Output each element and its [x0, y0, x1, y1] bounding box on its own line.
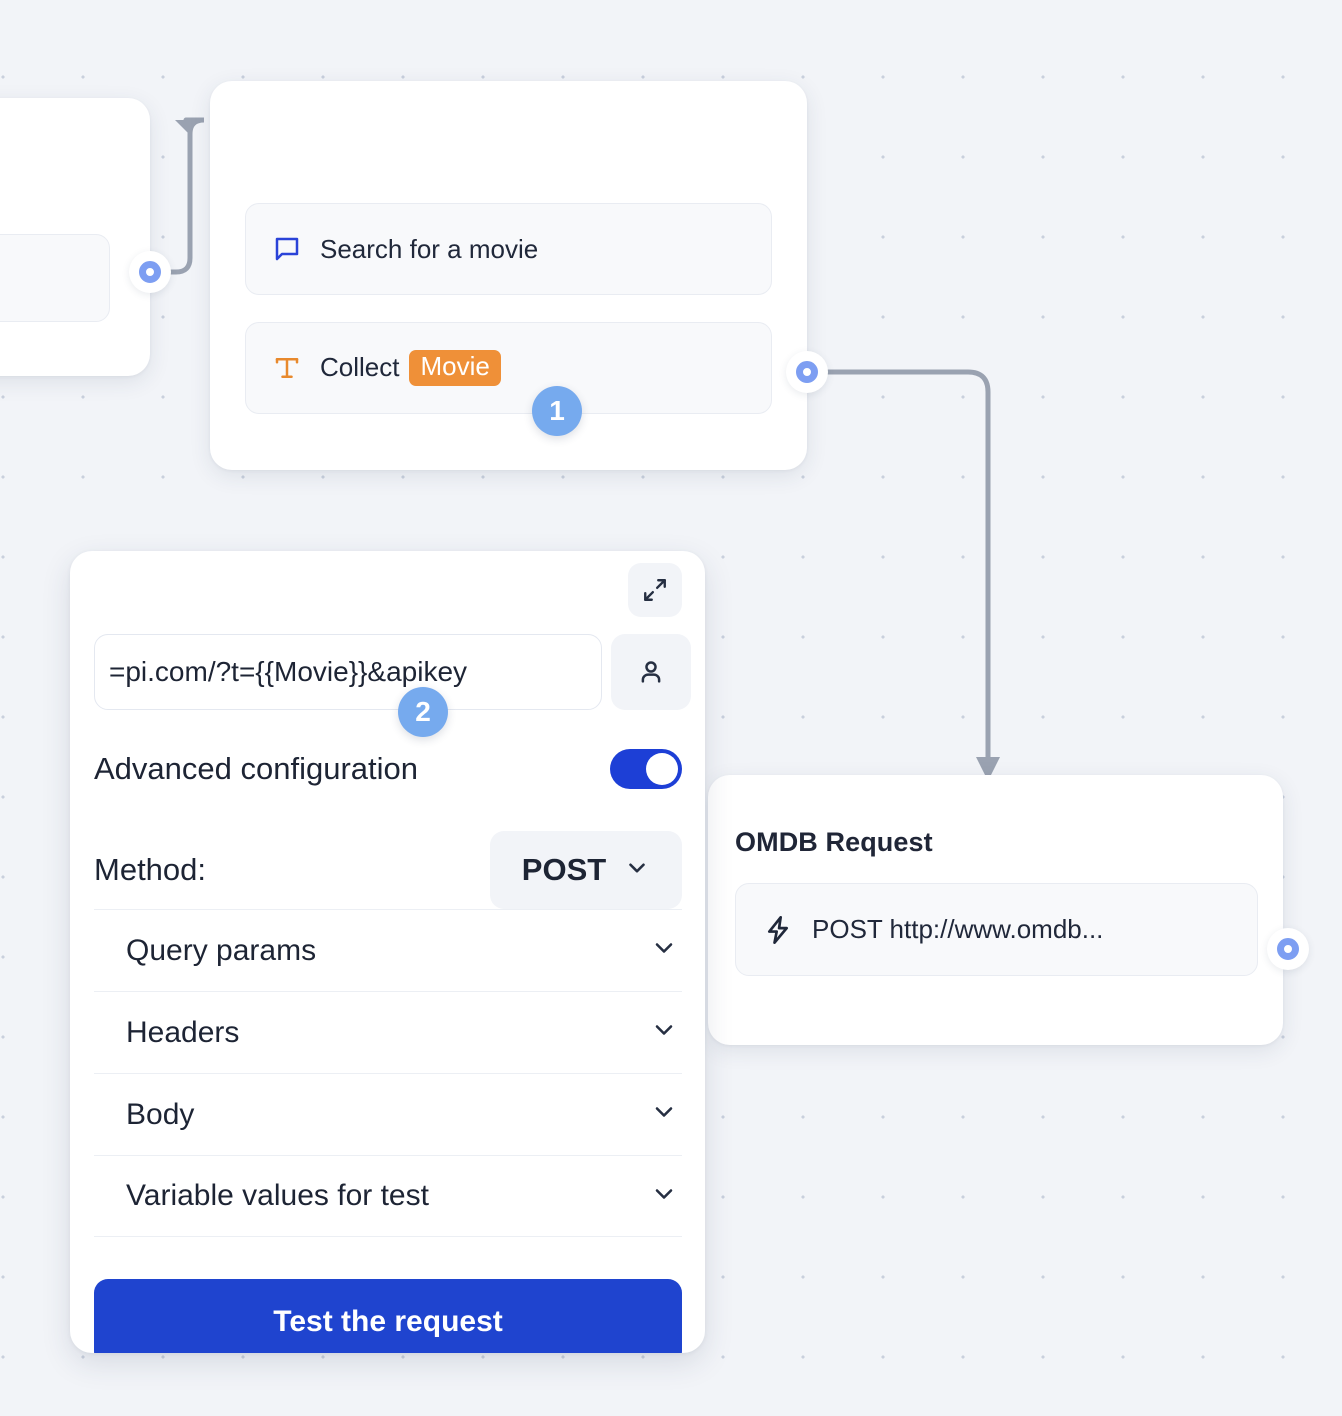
step-badge-1: 1: [532, 386, 582, 436]
method-label: Method:: [94, 852, 207, 887]
node-card-movie-search[interactable]: Movie search Search for a movie: [210, 81, 807, 470]
accordion-item-variable-values-for-test[interactable]: Variable values for test: [94, 1155, 682, 1237]
collect-text: Collect: [320, 352, 400, 383]
request-url-input[interactable]: [94, 634, 602, 710]
node-row-search-for-a-movie[interactable]: Search for a movie: [245, 203, 772, 295]
node-row-post-request[interactable]: POST http://www.omdb...: [735, 883, 1258, 976]
port-omdb-output[interactable]: [1267, 928, 1309, 970]
advanced-configuration-label: Advanced configuration: [94, 751, 419, 786]
advanced-configuration-row: Advanced configuration: [94, 741, 682, 797]
chevron-down-icon: [650, 1098, 678, 1131]
chevron-down-icon: [650, 934, 678, 967]
url-row: [94, 634, 691, 710]
accordion-label: Headers: [126, 1015, 240, 1049]
method-row: Method: POST: [94, 831, 682, 909]
request-config-panel[interactable]: Advanced configuration Method: POST Quer…: [70, 551, 705, 1353]
accordion-label: Variable values for test: [126, 1179, 429, 1212]
port-left-node-output[interactable]: [129, 251, 171, 293]
chat-bubble-icon: [272, 234, 302, 264]
method-value: POST: [521, 852, 607, 887]
node-row-label: Search for a movie: [320, 233, 539, 264]
node-title-omdb-request: OMDB Request: [735, 827, 933, 857]
accordion-item-query-params[interactable]: Query params: [94, 909, 682, 991]
node-row-label-collect: Collect Movie: [320, 350, 501, 386]
method-select[interactable]: POST: [490, 831, 682, 909]
expand-diagonal-icon-button[interactable]: [628, 563, 682, 617]
variable-chip-movie[interactable]: Movie: [409, 350, 501, 386]
text-t-icon: [272, 353, 302, 383]
advanced-configuration-toggle[interactable]: [610, 749, 682, 789]
person-icon-button[interactable]: [611, 634, 691, 710]
chevron-down-icon: [650, 1016, 678, 1049]
port-movie-search-output[interactable]: [786, 351, 828, 393]
lightning-bolt-icon: [762, 914, 794, 946]
node-rows-movie-search: Search for a movie Collect Movie: [245, 203, 772, 414]
accordion-item-headers[interactable]: Headers: [94, 991, 682, 1073]
chevron-down-icon: [650, 1180, 678, 1213]
accordion-item-body[interactable]: Body: [94, 1073, 682, 1155]
step-badge-2: 2: [398, 687, 448, 737]
node-card-partial[interactable]: [0, 98, 150, 376]
node-row-partial[interactable]: [0, 234, 110, 322]
accordion-label: Query params: [126, 933, 317, 967]
node-card-omdb-request[interactable]: OMDB Request POST http://www.omdb...: [708, 775, 1283, 1045]
accordion-label: Body: [126, 1097, 195, 1131]
chevron-down-icon: [624, 855, 650, 886]
node-row-label-post: POST http://www.omdb...: [812, 914, 1104, 944]
test-the-request-button[interactable]: Test the request: [94, 1279, 682, 1353]
config-accordion: Query params Headers Body Variable value…: [94, 909, 682, 1237]
node-row-collect-movie[interactable]: Collect Movie: [245, 322, 772, 414]
